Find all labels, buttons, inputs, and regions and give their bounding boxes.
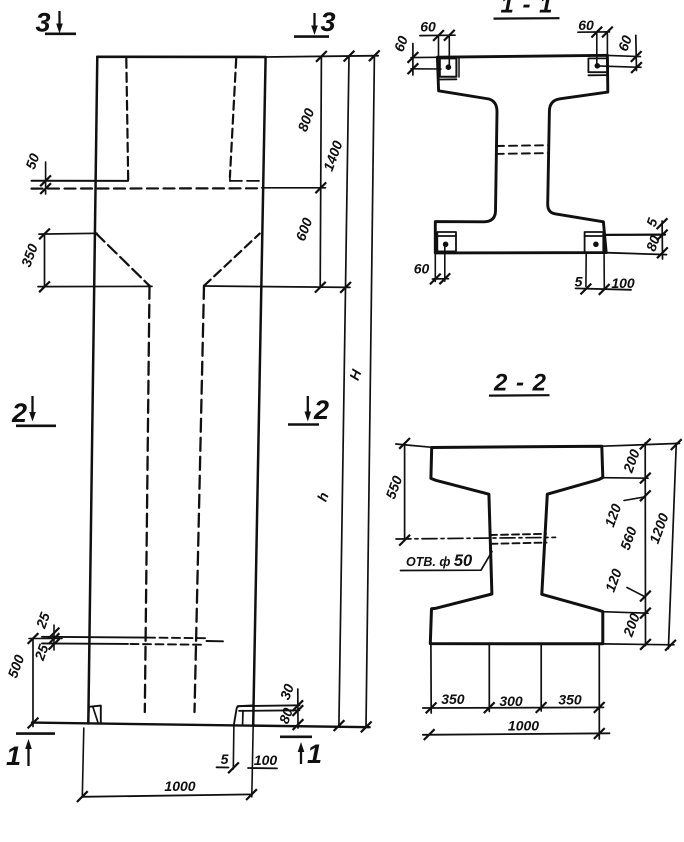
- svg-text:200: 200: [619, 611, 642, 640]
- svg-text:600: 600: [292, 215, 315, 243]
- svg-text:350: 350: [558, 692, 582, 708]
- svg-text:60: 60: [391, 34, 411, 54]
- svg-text:60: 60: [420, 19, 436, 35]
- svg-text:5: 5: [575, 274, 583, 290]
- svg-text:1000: 1000: [164, 778, 195, 794]
- svg-text:2: 2: [11, 398, 27, 428]
- svg-text:60: 60: [414, 261, 430, 277]
- svg-text:120: 120: [602, 566, 625, 594]
- svg-text:560: 560: [617, 524, 640, 552]
- svg-text:30: 30: [277, 682, 297, 702]
- svg-text:1 - 1: 1 - 1: [500, 0, 553, 19]
- svg-text:1: 1: [6, 741, 21, 771]
- svg-text:550: 550: [382, 473, 405, 501]
- svg-text:60: 60: [615, 33, 635, 53]
- svg-text:3: 3: [320, 7, 335, 37]
- svg-text:25: 25: [31, 642, 52, 663]
- svg-text:100: 100: [254, 752, 278, 768]
- svg-text:2 - 2: 2 - 2: [493, 370, 547, 397]
- svg-text:500: 500: [4, 652, 27, 680]
- svg-text:1: 1: [307, 739, 322, 769]
- svg-text:350: 350: [18, 241, 41, 269]
- svg-text:100: 100: [611, 275, 635, 291]
- svg-text:50: 50: [22, 151, 42, 171]
- svg-text:2: 2: [313, 395, 329, 425]
- svg-text:ОТВ. ф 50: ОТВ. ф 50: [406, 552, 473, 570]
- svg-text:120: 120: [601, 501, 624, 529]
- svg-text:300: 300: [499, 693, 523, 709]
- svg-text:5: 5: [221, 751, 229, 767]
- svg-text:800: 800: [294, 106, 317, 134]
- svg-text:80: 80: [276, 706, 296, 726]
- svg-text:200: 200: [619, 447, 642, 476]
- svg-text:1000: 1000: [508, 718, 539, 734]
- svg-text:60: 60: [578, 17, 594, 33]
- svg-text:350: 350: [441, 691, 465, 707]
- svg-text:80: 80: [643, 233, 663, 253]
- svg-text:25: 25: [32, 610, 53, 631]
- svg-text:3: 3: [35, 8, 50, 38]
